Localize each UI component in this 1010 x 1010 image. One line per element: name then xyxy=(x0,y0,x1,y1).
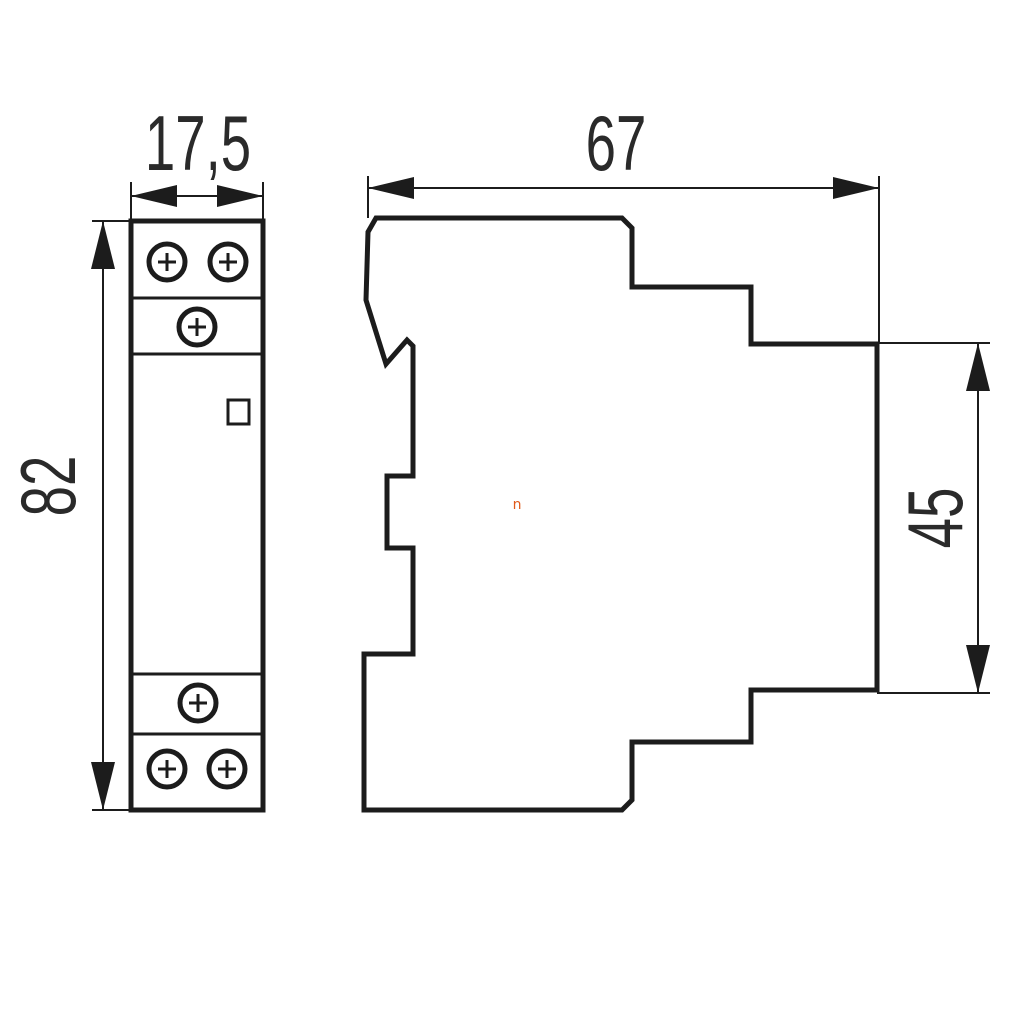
depth-arrow-right xyxy=(833,177,879,199)
terminal-screw-bottom-left xyxy=(146,748,188,790)
dimension-depth: 67 xyxy=(367,100,880,344)
dimension-height: 82 xyxy=(5,220,131,811)
terminal-screw-bottom-right xyxy=(206,748,248,790)
terminal-screw-top-center xyxy=(176,306,218,348)
center-marker: n xyxy=(513,497,522,513)
dimension-front-height: 45 xyxy=(877,342,990,694)
dimension-width: 17,5 xyxy=(130,100,264,221)
height-arrow-top xyxy=(91,221,115,269)
front-view-body xyxy=(128,218,266,813)
terminal-screw-bottom-center xyxy=(177,682,219,724)
front-view xyxy=(128,218,266,813)
width-arrow-left xyxy=(131,185,177,207)
front-height-arrow-top xyxy=(966,343,990,391)
terminal-screw-top-left xyxy=(146,241,188,283)
depth-dimension-label: 67 xyxy=(586,100,647,187)
front-height-arrow-bottom xyxy=(966,645,990,693)
width-dimension-label: 17,5 xyxy=(145,100,251,187)
height-dimension-label: 82 xyxy=(5,456,92,517)
depth-arrow-left xyxy=(368,177,414,199)
side-view xyxy=(361,215,880,813)
height-arrow-bottom xyxy=(91,762,115,810)
width-arrow-right xyxy=(217,185,263,207)
status-indicator-window xyxy=(226,398,251,426)
side-view-profile xyxy=(361,215,880,813)
terminal-screw-top-right xyxy=(207,241,249,283)
front-height-dimension-label: 45 xyxy=(892,488,979,549)
